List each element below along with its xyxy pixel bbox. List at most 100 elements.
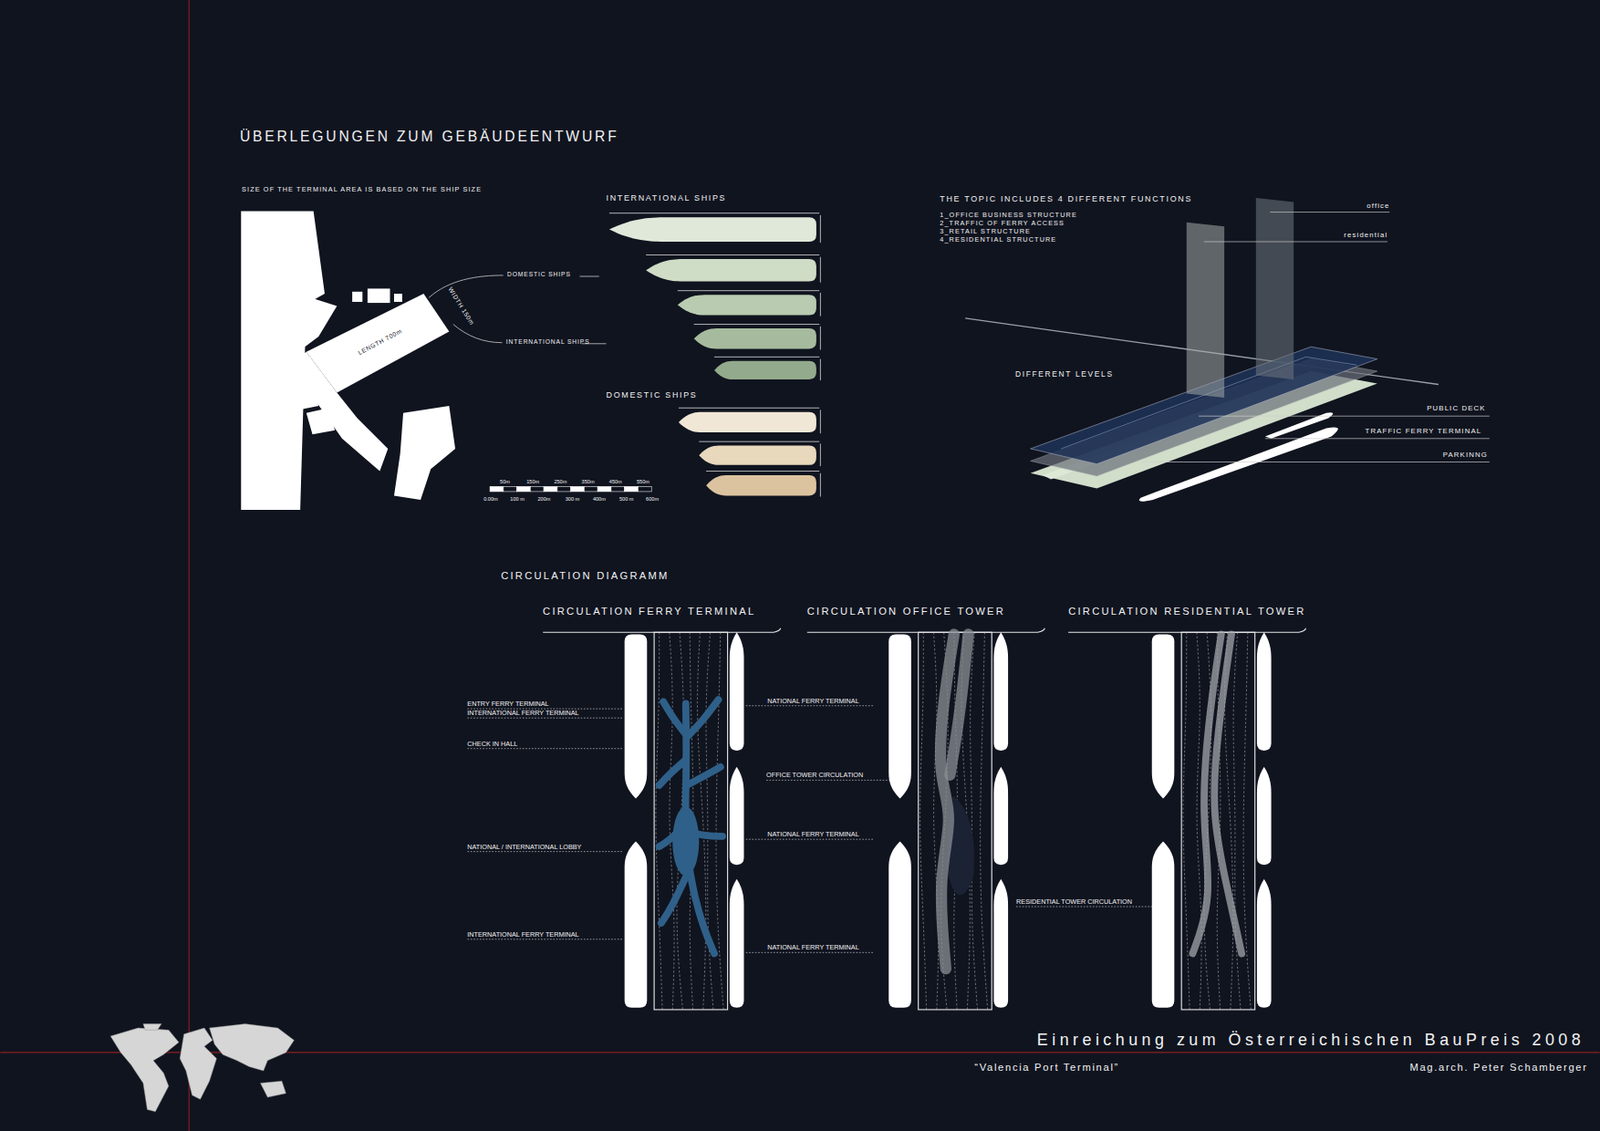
terminal-outline [1181, 632, 1256, 1010]
label: THE TOPIC INCLUDES 4 DIFFERENT FUNCTIONS [939, 195, 1193, 205]
label: INTERNATIONAL SHIPS [506, 338, 591, 345]
label: DOMESTIC SHIPS [606, 391, 698, 401]
label: 150m [526, 478, 540, 485]
label: PUBLIC DECK [1426, 405, 1486, 414]
ship-shape [624, 841, 648, 1008]
dimension-line [714, 356, 821, 381]
label: Mag.arch. Peter Schamberger [1409, 1061, 1588, 1073]
ship-shape [1152, 633, 1175, 799]
label: residential [1343, 231, 1388, 240]
label: INTERNATIONAL FERRY TERMINAL [467, 931, 579, 939]
ship-shape [677, 294, 817, 315]
ship-shape [1257, 632, 1272, 751]
label: CIRCULATION DIAGRAMM [500, 570, 669, 582]
label: RESIDENTIAL TOWER CIRCULATION [1016, 898, 1133, 906]
scale-segment [597, 486, 612, 492]
scale-segment [583, 486, 598, 492]
heading-rule [542, 628, 1306, 633]
label: CHECK IN HALL [467, 740, 518, 749]
callout-line [428, 275, 607, 344]
label: NATIONAL / INTERNATIONAL LOBBY [467, 843, 582, 852]
flow-line [933, 632, 938, 1010]
circulation-panel [624, 632, 745, 1010]
ship-shape [993, 632, 1008, 751]
label: office [1366, 202, 1390, 211]
label: INTERNATIONAL FERRY TERMINAL [467, 709, 579, 717]
terminal-outline [654, 632, 728, 1010]
label: 600m [645, 496, 659, 502]
circulation-path [949, 633, 968, 775]
label: 50m [499, 478, 510, 485]
label: 200m [538, 496, 551, 502]
scale-segment [637, 486, 652, 492]
ship-sizes [609, 213, 821, 498]
label: 350m [581, 478, 595, 485]
circulation-path [659, 759, 686, 786]
circulation-path [685, 831, 723, 837]
ship-shape [714, 361, 817, 380]
dimension-line [609, 213, 821, 243]
circulation-path [940, 633, 955, 969]
board-title: ÜBERLEGUNGEN ZUM GEBÄUDEENTWURF [239, 128, 620, 145]
label: “Valencia Port Terminal” [974, 1061, 1120, 1073]
ship-shape [993, 767, 1008, 865]
ship-shape [888, 633, 912, 799]
circulation-path [686, 767, 721, 786]
flow-line [980, 632, 988, 1010]
ship-shape [706, 475, 817, 496]
label: ENTRY FERRY TERMINAL [467, 700, 549, 708]
ship-shape [888, 841, 912, 1008]
flow-line [697, 632, 707, 1010]
label: TRAFFIC FERRY TERMINAL [1365, 427, 1483, 437]
scale-bar [489, 486, 652, 492]
circulation-path [1214, 633, 1242, 954]
scale-segment [543, 486, 558, 492]
label: 250m [553, 478, 567, 485]
ship-shape [729, 767, 745, 865]
dimension-line [706, 471, 821, 498]
label: OFFICE TOWER CIRCULATION [766, 771, 863, 780]
circulation-panel [1152, 632, 1272, 1010]
circulation-path [661, 877, 686, 924]
flow-line [970, 632, 978, 1010]
ship-shape [729, 879, 745, 1008]
circulation-path [663, 701, 686, 735]
scale-segment [611, 486, 625, 492]
circulation-path [659, 826, 685, 847]
label: 3_RETAIL STRUCTURE [939, 228, 1031, 236]
ship-shape [678, 412, 817, 433]
ship-shape [1257, 879, 1272, 1008]
dimension-line [698, 441, 821, 467]
guide-line [188, 0, 190, 1131]
label: SIZE OF THE TERMINAL AREA IS BASED ON TH… [241, 186, 482, 194]
scale-segment [489, 486, 504, 492]
ship-shape [1257, 767, 1272, 865]
terminal-outline [918, 632, 993, 1010]
dimension-line [694, 324, 821, 351]
label: 450m [609, 478, 623, 485]
scale-segment [571, 486, 585, 492]
ship-shape [609, 217, 817, 242]
label: CIRCULATION FERRY TERMINAL [542, 605, 756, 617]
scale-segment [624, 486, 639, 492]
label: CIRCULATION RESIDENTIAL TOWER [1068, 605, 1306, 617]
label: 4_RESIDENTIAL STRUCTURE [939, 236, 1057, 244]
label: DOMESTIC SHIPS [507, 270, 572, 278]
ship-shape [624, 633, 648, 799]
scale-segment [557, 486, 572, 492]
ship-shape [1152, 841, 1175, 1008]
label: 400m [592, 496, 606, 502]
label: WIDTH 150m [446, 286, 476, 327]
leader-line [467, 706, 1172, 954]
label: 0.00m [483, 496, 499, 502]
dimension-line [645, 255, 821, 283]
port-map [240, 210, 456, 510]
label: 1_OFFICE BUSINESS STRUCTURE [939, 211, 1078, 219]
label: 2_TRAFFIC OF FERRY ACCESS [939, 219, 1065, 228]
scale-segment [529, 486, 544, 492]
ship-shape [694, 328, 817, 349]
label: 550m [636, 478, 650, 485]
label: 500 m [619, 496, 634, 502]
